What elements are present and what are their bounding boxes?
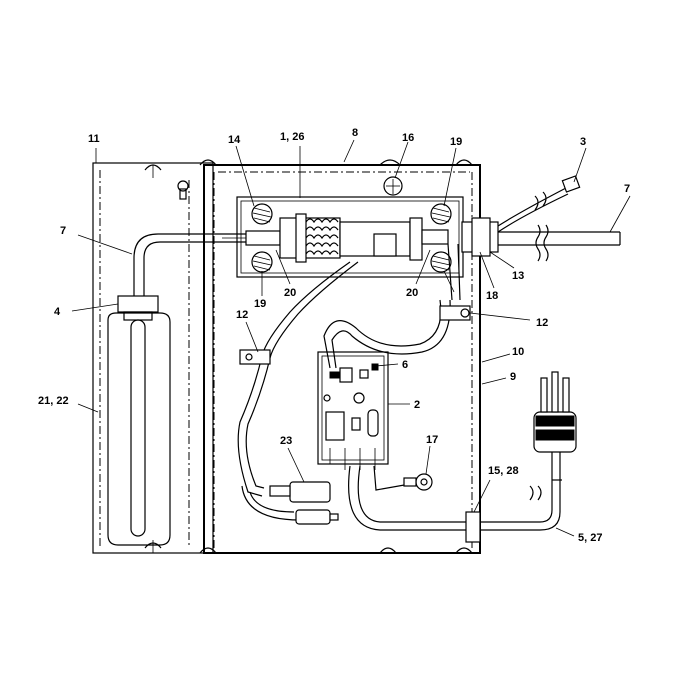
callout-7-right: 7 bbox=[624, 183, 630, 195]
callout-18: 18 bbox=[486, 290, 498, 302]
callout-20-left: 20 bbox=[284, 287, 296, 299]
side-panel bbox=[92, 162, 214, 554]
spring-top-right bbox=[430, 203, 452, 225]
callout-15-28: 15, 28 bbox=[488, 465, 519, 477]
callout-3: 3 bbox=[580, 136, 586, 148]
spring-bottom-right bbox=[430, 251, 452, 273]
callout-12-right: 12 bbox=[536, 317, 548, 329]
main-enclosure bbox=[199, 159, 481, 554]
power-plug bbox=[533, 371, 577, 453]
callout-20-right: 20 bbox=[406, 287, 418, 299]
callout-19-bottom: 19 bbox=[254, 298, 266, 310]
callout-6: 6 bbox=[402, 359, 408, 371]
transformer-assembly bbox=[222, 196, 464, 278]
callout-labels: 11 7 4 21, 22 1, 26 8 14 16 19 19 20 20 … bbox=[38, 127, 630, 544]
callout-13: 13 bbox=[512, 270, 524, 282]
callout-7-left: 7 bbox=[60, 225, 66, 237]
callout-8: 8 bbox=[352, 127, 358, 139]
callout-5-27: 5, 27 bbox=[578, 532, 602, 544]
callout-11: 11 bbox=[88, 133, 100, 145]
callout-12-left: 12 bbox=[236, 309, 248, 321]
callout-21-22: 21, 22 bbox=[38, 395, 69, 407]
callout-4: 4 bbox=[54, 306, 61, 318]
callout-14: 14 bbox=[228, 134, 241, 146]
callout-1-26: 1, 26 bbox=[280, 131, 304, 143]
spring-bottom-left bbox=[251, 251, 273, 273]
callout-10: 10 bbox=[512, 346, 524, 358]
cable-clamp-left bbox=[239, 349, 271, 365]
capacitor-component bbox=[269, 481, 339, 525]
spring-top-left bbox=[251, 203, 273, 225]
callout-17: 17 bbox=[426, 434, 438, 446]
ground-lug bbox=[403, 473, 433, 491]
callout-19-top: 19 bbox=[450, 136, 462, 148]
leader-lines bbox=[71, 139, 631, 537]
cable-clamp-right bbox=[439, 305, 471, 321]
callout-2: 2 bbox=[414, 399, 420, 411]
callout-9: 9 bbox=[510, 371, 516, 383]
circuit-board bbox=[317, 351, 389, 470]
external-hose bbox=[497, 175, 621, 262]
power-cord bbox=[465, 452, 562, 543]
callout-23: 23 bbox=[280, 435, 292, 447]
strain-relief-fitting bbox=[461, 217, 499, 257]
left-tube-hose bbox=[107, 233, 246, 546]
callout-16: 16 bbox=[402, 132, 414, 144]
